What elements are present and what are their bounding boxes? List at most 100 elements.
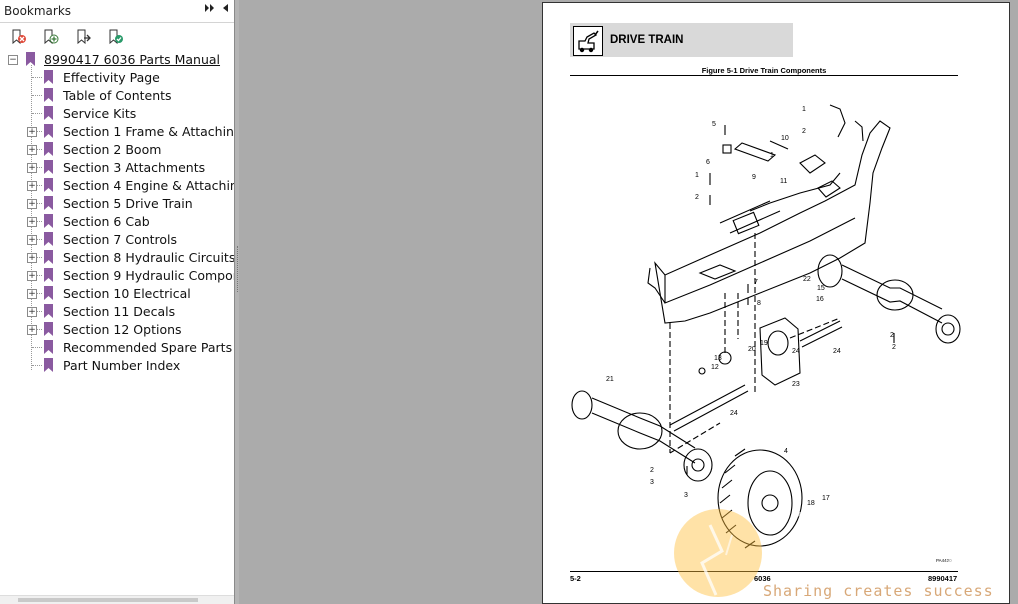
tree-connector bbox=[32, 257, 42, 258]
bookmark-label: Recommended Spare Parts bbox=[63, 340, 233, 355]
watermark-slogan: Sharing creates success bbox=[763, 582, 994, 600]
callout-number: 12 bbox=[711, 364, 719, 371]
bookmark-label: Section 8 Hydraulic Circuits bbox=[63, 250, 234, 265]
tree-connector bbox=[32, 149, 42, 150]
bookmark-label: Effectivity Page bbox=[63, 70, 160, 85]
tree-connector bbox=[32, 365, 42, 366]
collapse-toggle-icon[interactable]: − bbox=[8, 55, 18, 65]
footer-rule bbox=[570, 571, 958, 572]
bookmark-tree: − 8990417 6036 Parts Manual Effectivity … bbox=[0, 48, 234, 596]
expand-toggle-icon[interactable]: + bbox=[27, 307, 37, 317]
expand-bookmark-icon[interactable] bbox=[75, 28, 93, 46]
section-header: DRIVE TRAIN bbox=[570, 23, 793, 57]
splitter-grip[interactable] bbox=[237, 246, 239, 292]
bookmark-icon bbox=[44, 286, 53, 300]
callout-number: 2 bbox=[650, 467, 654, 474]
expand-toggle-icon[interactable]: + bbox=[27, 325, 37, 335]
bookmarks-header: Bookmarks bbox=[0, 0, 234, 23]
bookmark-icon bbox=[44, 358, 53, 372]
delete-bookmark-icon[interactable] bbox=[10, 28, 28, 46]
callout-number: 21 bbox=[606, 376, 614, 383]
expand-toggle-icon[interactable]: + bbox=[27, 163, 37, 173]
callout-number: 1 bbox=[770, 152, 774, 159]
callout-number: 19 bbox=[760, 340, 768, 347]
tree-connector bbox=[32, 293, 42, 294]
manual-number: 8990417 bbox=[928, 574, 958, 583]
callout-number: 22 bbox=[803, 276, 811, 283]
callout-number: 16 bbox=[816, 296, 824, 303]
bookmark-label: Section 2 Boom bbox=[63, 142, 162, 157]
callout-number: 3 bbox=[684, 492, 688, 499]
tree-connector bbox=[32, 221, 42, 222]
figure-top-rule bbox=[570, 75, 958, 76]
bookmark-icon bbox=[26, 52, 35, 66]
expand-toggle-icon[interactable]: + bbox=[27, 217, 37, 227]
bookmark-label: Section 10 Electrical bbox=[63, 286, 191, 301]
telehandler-icon bbox=[573, 26, 603, 56]
expand-toggle-icon[interactable]: + bbox=[27, 271, 37, 281]
tree-connector bbox=[32, 203, 42, 204]
new-bookmark-icon[interactable] bbox=[42, 28, 60, 46]
collapse-panel-icon[interactable] bbox=[221, 3, 229, 16]
figure-title: Figure 5-1 Drive Train Components bbox=[701, 66, 827, 75]
model-number: 6036 bbox=[754, 574, 771, 583]
watermark-logo bbox=[674, 509, 762, 597]
page-title: DRIVE TRAIN bbox=[610, 34, 684, 46]
watermark-brand: DHT bbox=[790, 498, 992, 584]
bookmark-icon bbox=[44, 142, 53, 156]
expand-toggle-icon[interactable]: + bbox=[27, 235, 37, 245]
bookmark-label: Section 1 Frame & Attaching P bbox=[63, 124, 234, 139]
callout-number: 24 bbox=[730, 410, 738, 417]
bookmark-icon bbox=[44, 196, 53, 210]
horizontal-scrollbar[interactable] bbox=[0, 595, 234, 604]
tree-connector bbox=[32, 167, 42, 168]
callout-number: 8 bbox=[757, 300, 761, 307]
tree-connector bbox=[32, 131, 42, 132]
tree-connector bbox=[32, 185, 42, 186]
expand-toggle-icon[interactable]: + bbox=[27, 181, 37, 191]
bookmark-label: Part Number Index bbox=[63, 358, 181, 373]
expand-toggle-icon[interactable]: + bbox=[27, 127, 37, 137]
bookmark-icon bbox=[44, 124, 53, 138]
bookmark-icon bbox=[44, 178, 53, 192]
callout-number: 10 bbox=[781, 135, 789, 142]
bookmarks-title: Bookmarks bbox=[4, 4, 72, 18]
tree-connector bbox=[32, 275, 42, 276]
callout-number: 11 bbox=[780, 178, 787, 185]
callout-number: 15 bbox=[817, 285, 825, 292]
panel-splitter[interactable] bbox=[235, 0, 239, 604]
bookmark-label: Section 12 Options bbox=[63, 322, 182, 337]
expand-toggle-icon[interactable]: + bbox=[27, 289, 37, 299]
expand-toggle-icon[interactable]: + bbox=[27, 253, 37, 263]
bookmarks-panel: Bookmarks − 8990417 6036 Parts Manual Ef… bbox=[0, 0, 235, 604]
expand-toggle-icon[interactable]: + bbox=[27, 145, 37, 155]
callout-number: 18 bbox=[807, 500, 815, 507]
tree-connector bbox=[32, 113, 42, 114]
bookmark-icon bbox=[44, 214, 53, 228]
callout-number: 7 bbox=[754, 279, 758, 286]
bookmark-label: Service Kits bbox=[63, 106, 137, 121]
expand-toggle-icon[interactable]: + bbox=[27, 199, 37, 209]
callout-number: 17 bbox=[822, 495, 830, 502]
callout-number: 9 bbox=[752, 174, 756, 181]
bookmark-icon bbox=[44, 304, 53, 318]
bookmark-label: Section 7 Controls bbox=[63, 232, 178, 247]
bookmark-icon bbox=[44, 106, 53, 120]
drive-train-diagram: 1112222233456789101112131516171819202122… bbox=[571, 104, 961, 549]
options-arrows-icon[interactable] bbox=[204, 3, 216, 16]
bookmark-icon bbox=[44, 340, 53, 354]
find-bookmark-icon[interactable] bbox=[107, 28, 125, 46]
tree-connector bbox=[32, 95, 42, 96]
bookmark-icon bbox=[44, 268, 53, 282]
document-page: DRIVE TRAIN Figure 5-1 Drive Train Compo… bbox=[542, 2, 1010, 604]
callout-number: 23 bbox=[792, 381, 800, 388]
tree-connector bbox=[32, 311, 42, 312]
callout-number: 5 bbox=[712, 121, 716, 128]
callout-number: 2 bbox=[890, 332, 894, 339]
scrollbar-thumb[interactable] bbox=[18, 598, 198, 602]
page-number: 5-2 bbox=[570, 574, 581, 583]
figure-code: PA4420 bbox=[936, 558, 952, 563]
bookmark-icon bbox=[44, 160, 53, 174]
bookmarks-toolbar bbox=[0, 23, 234, 49]
callout-number: 20 bbox=[748, 346, 756, 353]
